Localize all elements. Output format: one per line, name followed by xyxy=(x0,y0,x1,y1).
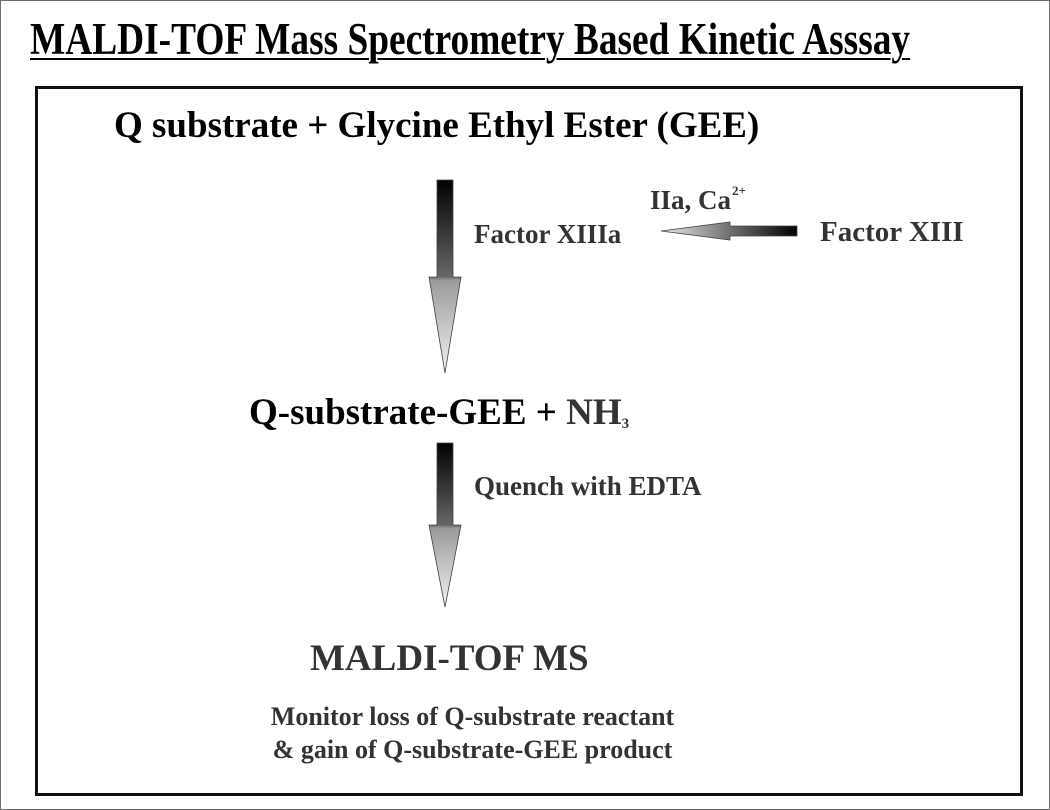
monitor-line-1: Monitor loss of Q-substrate reactant xyxy=(270,702,675,731)
quench-step-label: Quench with EDTA xyxy=(474,471,702,501)
activator-charge: 2+ xyxy=(732,183,746,198)
left-arrow-icon xyxy=(660,221,798,241)
activator-label: IIa, Ca2+ xyxy=(650,174,746,217)
monitor-line-2: & gain of Q-substrate-GEE product xyxy=(272,735,673,764)
byproduct-subscript: 3 xyxy=(621,416,630,432)
detection-label: MALDI-TOF MS xyxy=(310,638,589,679)
active-enzyme-label: Factor XIIIa xyxy=(474,219,622,249)
scheme-panel xyxy=(35,86,1023,796)
down-arrow-icon xyxy=(428,442,462,608)
byproduct: NH3 xyxy=(566,392,629,433)
activator-text: IIa, Ca xyxy=(650,185,732,215)
down-arrow-icon xyxy=(428,179,462,374)
product-main: Q-substrate-GEE + xyxy=(249,392,567,433)
product-label: Q-substrate-GEE + NH3 xyxy=(249,391,629,446)
byproduct-text: NH xyxy=(566,392,622,433)
zymogen-label: Factor XIII xyxy=(820,216,964,248)
title-container: MALDI-TOF Mass Spectrometry Based Kineti… xyxy=(30,14,1026,66)
reactants-label: Q substrate + Glycine Ethyl Ester (GEE) xyxy=(114,105,760,146)
monitor-description: Monitor loss of Q-substrate reactant & g… xyxy=(200,700,745,766)
figure-title: MALDI-TOF Mass Spectrometry Based Kineti… xyxy=(30,14,911,64)
